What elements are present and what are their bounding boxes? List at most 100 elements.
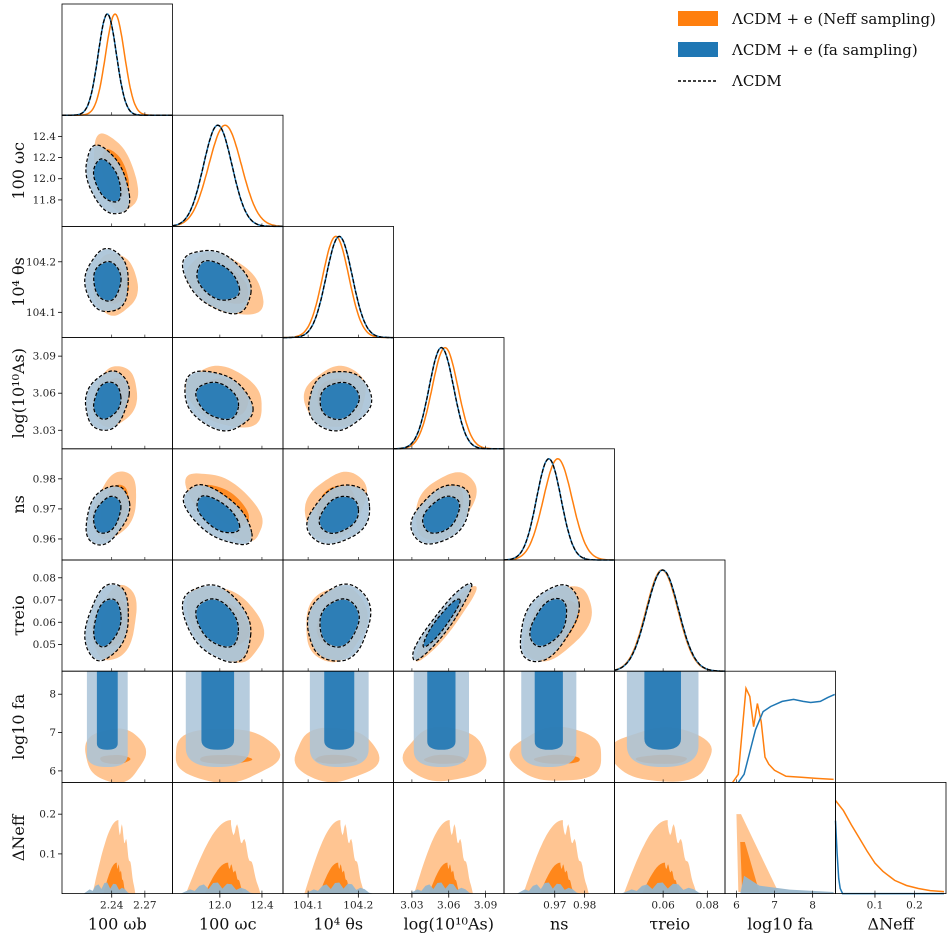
y-tick-label: 0.08 (33, 572, 56, 584)
y-tick-label: 12.4 (33, 131, 57, 143)
panel-frame-delta_neff-delta_neff (835, 782, 947, 895)
panel-frame-logA-logA (393, 337, 505, 450)
panel-omega_cdm-delta_neff (180, 820, 261, 894)
x-tick-label: 3.03 (400, 900, 423, 912)
y-tick-label: 3.06 (33, 388, 57, 400)
marginal-fa-n_s (503, 458, 615, 561)
y-tick-label: 3.09 (33, 351, 56, 363)
contour-lcdm-1sigma-theta_s-logA (319, 381, 360, 421)
x-tick-label: 2.24 (100, 900, 124, 912)
y-axis-label-delta_neff: ΔNeff (9, 813, 28, 861)
legend-label-neff: ΛCDM + e (Neff sampling) (731, 10, 936, 28)
panel-omega_b-logA (84, 366, 138, 431)
contour-fa-1sigma-n_s-tau_reio (530, 599, 566, 646)
y-tick-label: 0.97 (33, 503, 56, 515)
contour-lcdm-1sigma-omega_b-tau_reio (93, 598, 122, 648)
panel-log10_fa-delta_neff (736, 814, 834, 894)
y-tick-label: 6 (49, 765, 56, 777)
contour-lcdm-2sigma-theta_s-logA (308, 371, 373, 432)
y-tick-label: 0.07 (33, 595, 56, 607)
contour-fa-1sigma-logA-tau_reio (423, 599, 460, 647)
contour-lcdm-2sigma-omega_cdm-logA (184, 370, 254, 432)
x-axis-label-logA: log(10¹⁰As) (404, 915, 494, 934)
legend-swatch-neff (678, 11, 718, 26)
panel-omega_cdm-logA (184, 365, 262, 432)
contour-lcdm-2sigma-logA-n_s (410, 484, 471, 545)
y-tick-label: 0.96 (33, 533, 57, 545)
marginal-fa-theta_s (283, 235, 394, 339)
legend-label-fa: ΛCDM + e (fa sampling) (731, 41, 918, 59)
contour-fa-omega_cdm-delta_neff (180, 882, 255, 894)
marginal-lcdm-theta_s (283, 235, 394, 339)
contour-fa-1sigma-omega_cdm-tau_reio (196, 599, 238, 647)
contour-fa-1sigma-omega_b-theta_s (94, 262, 121, 301)
y-tick-label: 104.1 (26, 307, 56, 319)
y-tick-label: 0.06 (33, 617, 57, 629)
contour-fa-1sigma-omega_b-tau_reio (94, 599, 121, 647)
contour-fa-1sigma-n_s-log10_fa (534, 671, 563, 750)
x-tick-label: 104.1 (293, 900, 323, 912)
y-tick-label: 0.98 (33, 473, 56, 485)
x-axis-label-log10_fa: log10 fa (747, 915, 813, 934)
x-tick-label: 12.0 (208, 900, 231, 912)
contour-fa-tau_reio-delta_neff (621, 882, 705, 894)
contour-neff-2sigma-logA-delta_neff (414, 820, 473, 894)
x-axis-label-theta_s: 10⁴ θs (313, 915, 363, 934)
contour-lcdm-2sigma-omega_b-omega_cdm (85, 144, 131, 215)
panel-theta_s-tau_reio (306, 583, 372, 663)
panel-theta_s-log10_fa (294, 671, 380, 783)
marginal-fa-tau_reio (614, 569, 726, 672)
y-axis-label-tau_reio: τreio (9, 595, 28, 636)
contour-lcdm-1sigma-omega_cdm-n_s (196, 495, 241, 534)
legend-label-lcdm: ΛCDM (731, 72, 782, 90)
contour-neff-2sigma-theta_s-delta_neff (304, 820, 364, 894)
contour-lcdm-1sigma-omega_b-theta_s (93, 260, 122, 302)
y-tick-label: 7 (49, 727, 56, 739)
panel-omega_b-log10_fa (85, 671, 147, 783)
x-tick-label: 0.08 (696, 900, 719, 912)
panel-omega_b-omega_cdm (85, 133, 139, 215)
panel-omega_b-theta_s (84, 247, 138, 316)
panel-logA-n_s (410, 472, 477, 545)
marginal-lcdm-omega_cdm (172, 124, 283, 228)
panel-omega_b-delta_neff (83, 820, 136, 894)
contour-fa-1sigma-omega_cdm-logA (196, 382, 238, 419)
x-tick-label: 12.4 (250, 900, 274, 912)
contour-neff-2sigma-omega_cdm-delta_neff (185, 820, 261, 894)
panel-frame-omega_cdm-omega_cdm (172, 114, 284, 227)
contour-lcdm-1sigma-theta_s-tau_reio (319, 598, 360, 648)
panel-n_s-tau_reio (519, 584, 592, 663)
contour-fa-1sigma-tau_reio-log10_fa (644, 671, 681, 750)
marginal-neff-delta_neff (834, 800, 945, 893)
contour-fa-1sigma-omega_cdm-log10_fa (201, 671, 235, 750)
panel-omega_cdm-tau_reio (181, 584, 265, 664)
marginal-fa-delta_neff (834, 820, 944, 895)
contour-fa-log10_fa-delta_neff (740, 875, 834, 894)
panel-theta_s-delta_neff (304, 820, 374, 894)
panel-logA-log10_fa (402, 671, 487, 782)
contour-lcdm-2sigma-omega_cdm-n_s (182, 483, 253, 546)
contour-fa-1sigma-omega_b-logA (94, 382, 121, 419)
contour-fa-1sigma-omega_b-n_s (94, 496, 121, 533)
contour-neff-2sigma-omega_b-delta_neff (92, 820, 136, 894)
contour-lcdm-2sigma-logA-tau_reio (412, 582, 473, 662)
contour-fa-n_s-delta_neff (516, 882, 581, 894)
x-axis-label-tau_reio: τreio (649, 915, 690, 934)
contour-lcdm-2sigma-omega_cdm-theta_s (181, 249, 252, 315)
contour-lcdm-2sigma-omega_b-theta_s (84, 247, 129, 313)
x-tick-label: 0.98 (573, 900, 596, 912)
panel-tau_reio-log10_fa (614, 671, 712, 782)
panel-omega_b-tau_reio (84, 583, 137, 662)
marginal-neff-theta_s (283, 235, 394, 339)
contour-fa-1sigma-omega_b-log10_fa (96, 671, 118, 750)
x-axis-label-delta_neff: ΔNeff (868, 915, 916, 934)
panel-logA-tau_reio (412, 582, 477, 662)
x-tick-label: 7 (771, 900, 778, 912)
x-tick-label: 3.06 (437, 900, 461, 912)
contour-fa-1sigma-omega_cdm-theta_s (197, 261, 239, 300)
contour-fa-1sigma-theta_s-tau_reio (320, 599, 359, 647)
panel-frame-log10_fa-log10_fa (724, 670, 836, 783)
contour-neff-2sigma-n_s-delta_neff (523, 820, 589, 894)
contour-fa-1sigma-logA-n_s (423, 496, 460, 533)
marginal-neff-omega_cdm (172, 124, 283, 227)
